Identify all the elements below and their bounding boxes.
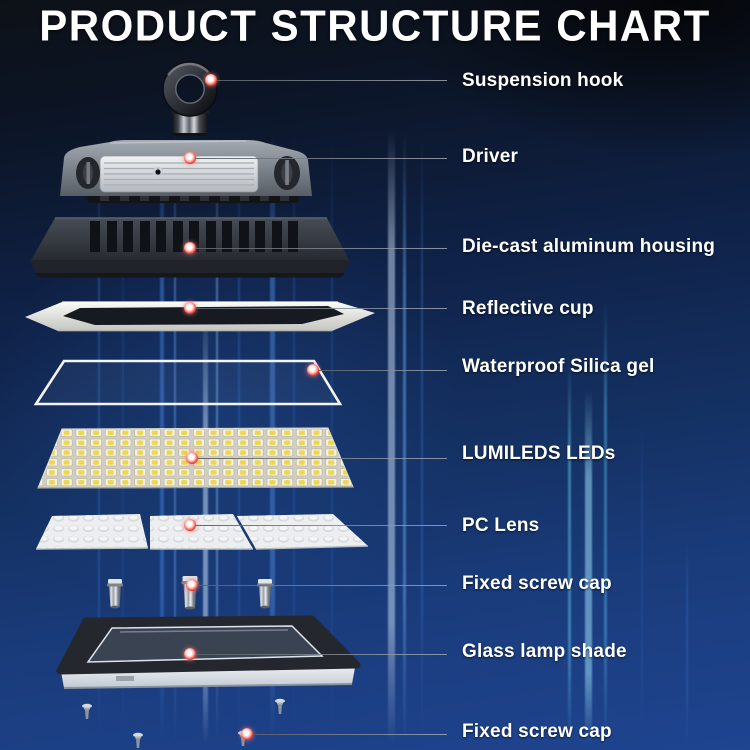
part-label: PC Lens	[462, 515, 540, 536]
screw-caps-graphic	[107, 576, 273, 610]
part-label: Waterproof Silica gel	[462, 356, 655, 377]
part-label: LUMILEDS LEDs	[462, 443, 616, 464]
glass-lamp-shade-graphic	[56, 615, 361, 689]
part-marker-dot	[241, 728, 253, 740]
leader-line	[217, 80, 447, 81]
leader-line	[196, 158, 447, 159]
part-marker-dot	[307, 364, 319, 376]
part-label: Fixed screw cap	[462, 721, 612, 742]
part-marker-dot	[184, 519, 196, 531]
screws-graphic	[82, 698, 285, 748]
page-title: PRODUCT STRUCTURE CHART	[39, 1, 711, 50]
housing-graphic	[30, 217, 350, 278]
part-marker-dot	[186, 452, 198, 464]
part-label: Driver	[462, 146, 519, 167]
driver-graphic	[60, 140, 312, 203]
part-marker-dot	[184, 152, 196, 164]
part-label: Suspension hook	[462, 70, 624, 91]
leader-line	[196, 308, 447, 309]
leader-line	[196, 525, 447, 526]
part-label: Reflective cup	[462, 298, 594, 319]
part-marker-dot	[184, 242, 196, 254]
part-label: Glass lamp shade	[462, 641, 627, 662]
reflective-cup-graphic	[25, 301, 375, 332]
leader-line	[198, 458, 447, 459]
pc-lens-graphic	[35, 514, 369, 550]
part-label: Fixed screw cap	[462, 573, 612, 594]
leader-line	[319, 370, 447, 371]
leader-line	[198, 585, 447, 586]
part-marker-dot	[184, 648, 196, 660]
silica-gel-graphic	[33, 359, 343, 406]
part-label: Die-cast aluminum housing	[462, 236, 716, 257]
part-marker-dot	[186, 579, 198, 591]
leader-line	[253, 734, 447, 735]
leader-line	[196, 654, 447, 655]
part-marker-dot	[205, 74, 217, 86]
leader-line	[196, 248, 447, 249]
suspension-hook-graphic	[162, 61, 218, 136]
part-marker-dot	[184, 302, 196, 314]
